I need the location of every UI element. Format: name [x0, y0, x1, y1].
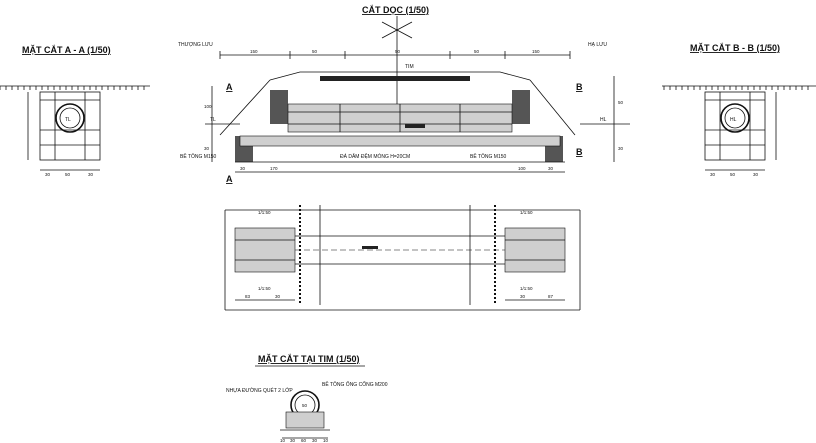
- concrete-left-label: BÊ TÔNG M150: [180, 152, 217, 160]
- plan-right-dim-1: 87: [548, 294, 554, 299]
- bitumen-label: NHỰA ĐƯỜNG QUÉT 2 LỚP: [226, 387, 293, 394]
- long-bottom-right-1: 30: [548, 166, 554, 171]
- title-section-aa: MẶT CẮT A - A (1/50): [22, 45, 111, 55]
- long-top-dim-2: 50: [395, 49, 401, 54]
- long-top-dim-0: 150: [250, 49, 258, 54]
- center-dim-4: 10: [323, 438, 329, 443]
- center-dim-0: 10: [280, 438, 286, 443]
- aa-dim-2: 30: [88, 172, 94, 177]
- long-top-dim-1: 50: [312, 49, 318, 54]
- concrete-right-label: BÊ TÔNG M150: [470, 152, 507, 160]
- plan-left-dim-1: 30: [275, 294, 281, 299]
- long-top-dim-4: 150: [532, 49, 540, 54]
- long-bottom-left-0: 30: [240, 166, 246, 171]
- marker-a-top: A: [226, 82, 233, 92]
- center-section-drawing: 50 NHỰA ĐƯỜNG QUÉT 2 LỚP BÊ TÔNG ỐNG CỐN…: [226, 365, 388, 443]
- longitudinal-drawing: 150 50 50 50 150 THƯỢNG LƯU HẠ LƯU TIM A…: [178, 42, 630, 184]
- marker-b-bottom: B: [576, 147, 583, 157]
- title-section-center: MẶT CẮT TẠI TIM (1/50): [258, 354, 360, 364]
- center-dim-1: 30: [290, 438, 296, 443]
- aa-tl-label: TL: [65, 117, 71, 123]
- plan-left-dim-0: 83: [245, 294, 251, 299]
- long-bottom-left-1: 170: [270, 166, 278, 171]
- road-surface: [320, 76, 470, 81]
- plan-right-dim-0: 30: [520, 294, 526, 299]
- bb-dim-1: 50: [730, 172, 736, 177]
- plan-scale-right: 1/1:50: [520, 210, 533, 215]
- gravel-bed-label: ĐÁ DĂM ĐỆM MÓNG H=20CM: [340, 152, 410, 160]
- bb-dim-2: 30: [753, 172, 759, 177]
- long-bottom-right-0: 100: [518, 166, 526, 171]
- upstream-label: THƯỢNG LƯU: [178, 42, 213, 48]
- right-height-1: 30: [618, 146, 624, 151]
- plan-scale-right-bottom: 1/1:50: [520, 286, 533, 291]
- center-dim-2: 60: [301, 438, 307, 443]
- long-hl-label: HL: [600, 117, 607, 123]
- left-height-0: 100: [204, 104, 212, 109]
- bb-hl-label: HL: [730, 117, 737, 123]
- section-bb-drawing: HL 30 50 30: [662, 85, 816, 177]
- title-longitudinal: CẮT DỌC (1/50): [362, 5, 429, 15]
- downstream-label: HẠ LƯU: [588, 42, 607, 48]
- right-height-0: 50: [618, 100, 624, 105]
- center-dim-3: 30: [312, 438, 318, 443]
- plan-view-drawing: 1/1:50 1/1:50 1/1:50 1/1:50 83 30 30 87: [224, 205, 581, 311]
- marker-a-bottom: A: [226, 174, 233, 184]
- plan-scale-left: 1/1:50: [258, 210, 271, 215]
- bb-dim-0: 30: [710, 172, 716, 177]
- long-top-dim-3: 50: [474, 49, 480, 54]
- marker-b-top: B: [576, 82, 583, 92]
- long-tl-label: TL: [210, 117, 216, 123]
- aa-dim-1: 50: [65, 172, 71, 177]
- tim-label: TIM: [405, 64, 414, 70]
- aa-dim-0: 30: [45, 172, 51, 177]
- plan-scale-left-bottom: 1/1:50: [258, 286, 271, 291]
- pipe-concrete-label: BÊ TÔNG ỐNG CỐNG M200: [322, 380, 388, 388]
- left-height-1: 30: [204, 146, 210, 151]
- pipe-dia-dim: 50: [302, 403, 308, 408]
- section-aa-drawing: TL 30 50 30: [0, 85, 150, 177]
- title-section-bb: MẶT CẮT B - B (1/50): [690, 43, 780, 53]
